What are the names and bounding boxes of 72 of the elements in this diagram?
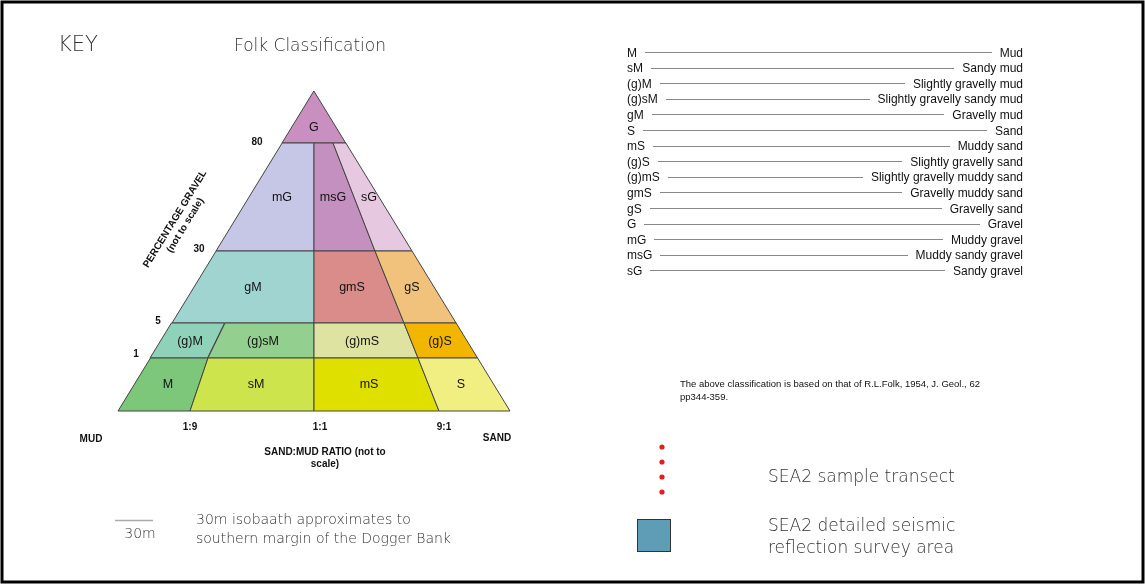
contour-value: 30m: [124, 525, 156, 541]
class-code: S: [456, 377, 466, 391]
classification-field: [314, 358, 439, 411]
class-name: Sand: [994, 123, 1023, 138]
class-code: gS: [627, 201, 642, 216]
classification-field: [314, 251, 404, 323]
class-code: (g)mS: [627, 170, 660, 185]
axis-tick-label: 80: [251, 135, 263, 147]
corner-label: MUD: [79, 432, 103, 444]
axis-tick-label: 1:9: [182, 420, 198, 432]
class-code: (g)M: [627, 76, 652, 91]
class-code: mG: [627, 232, 647, 247]
class-name: Slightly gravelly mud: [912, 76, 1023, 91]
class-code: sG: [361, 190, 377, 204]
classification-field: [190, 358, 314, 411]
class-name: Sandy gravel: [952, 263, 1023, 278]
class-name: Gravel: [987, 217, 1023, 232]
class-code: (g)sM: [627, 92, 658, 107]
classification-field: [118, 358, 208, 411]
class-code: M: [162, 377, 174, 391]
class-name: Muddy gravel: [950, 232, 1023, 247]
axis-tick-label: 1: [133, 347, 139, 359]
axis-tick-label: 30: [193, 242, 205, 254]
class-code: gM: [244, 280, 262, 294]
class-code: (g)M: [177, 334, 203, 348]
classification-field: [375, 251, 457, 323]
class-code: mS: [627, 139, 645, 154]
class-code: sM: [627, 61, 643, 76]
reference-note: The above classification is based on that of R.L.Folk, 1954, J. Geol., 62 pp344-359.: [680, 377, 980, 403]
class-code: G: [309, 120, 319, 134]
class-code: (g)mS: [345, 334, 379, 348]
legend-text: SEA2 sample transect: [768, 465, 956, 487]
class-code: G: [627, 217, 637, 232]
class-name: Muddy sandy gravel: [915, 248, 1023, 263]
class-name: Slightly gravelly sandy mud: [877, 92, 1023, 107]
class-name: Slightly gravelly sand: [910, 154, 1023, 169]
class-code: msG: [627, 248, 653, 263]
class-code: gS: [404, 280, 420, 294]
corner-label: SAND: [482, 431, 512, 443]
class-code: mS: [359, 377, 379, 391]
class-code: mG: [271, 190, 293, 204]
class-code: msG: [319, 190, 347, 204]
class-code: (g)S: [428, 334, 452, 348]
class-name: Gravelly muddy sand: [910, 185, 1023, 200]
classification-field: [216, 143, 314, 251]
class-code: (g)sM: [247, 334, 279, 348]
chart-heading: Folk Classification: [234, 35, 386, 55]
key-heading: KEY: [58, 32, 98, 56]
class-code: M: [627, 45, 637, 60]
axis-tick-label: 5: [155, 314, 161, 326]
classification-field: [404, 323, 478, 358]
class-code: gmS: [627, 185, 652, 200]
class-code: gM: [627, 107, 644, 122]
class-code: sM: [247, 377, 265, 391]
class-name: Sandy mud: [962, 61, 1023, 76]
class-name: Slightly gravelly muddy sand: [870, 170, 1023, 185]
class-code: gmS: [339, 280, 365, 294]
class-name: Gravelly mud: [952, 107, 1023, 122]
class-code: (g)S: [627, 154, 650, 169]
classification-field: [418, 358, 510, 411]
classification-field: [282, 91, 346, 143]
classification-field: [314, 143, 375, 251]
axis-tick-label: 1:1: [312, 420, 328, 432]
class-name: Muddy sand: [957, 139, 1023, 154]
legend-text: SEA2 detailed seismic reflection survey area: [768, 514, 957, 558]
class-name: Gravelly sand: [949, 201, 1023, 216]
legend-text: 30m isobaath approximates to southern margin of the Dogger Bank: [196, 510, 452, 548]
axis-title: SAND:MUD RATIO (not to scale): [263, 446, 387, 470]
class-name: Mud: [999, 45, 1023, 60]
class-code: S: [627, 123, 635, 138]
axis-tick-label: 9:1: [436, 420, 452, 432]
class-code: sG: [627, 263, 643, 278]
